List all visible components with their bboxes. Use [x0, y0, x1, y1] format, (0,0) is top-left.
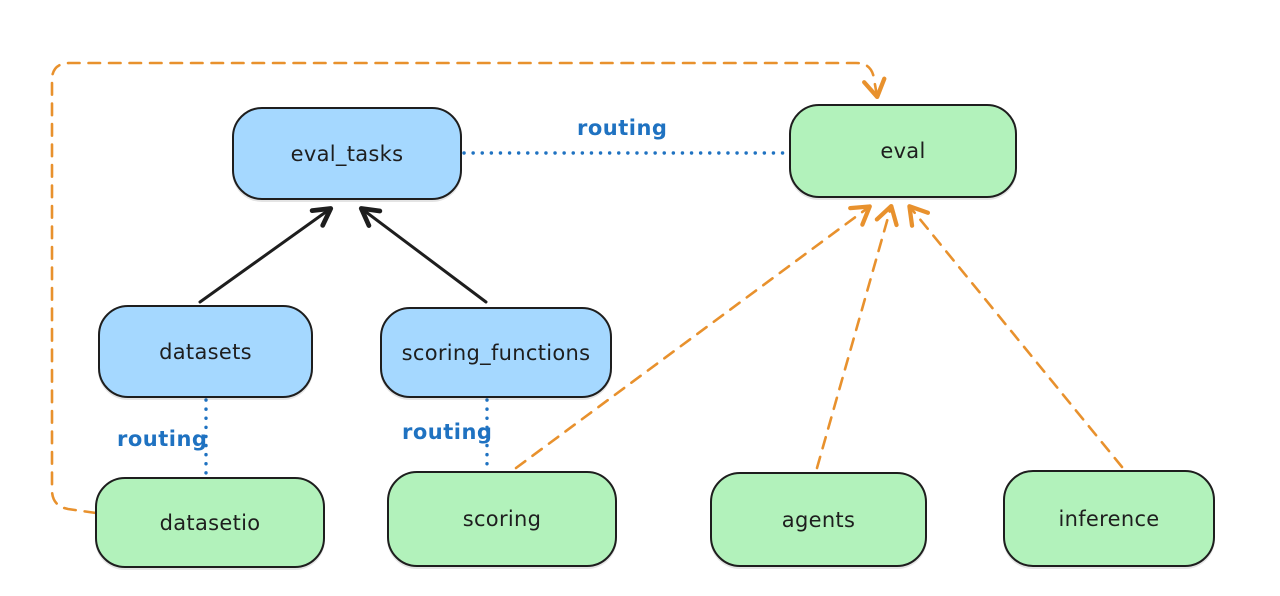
- routing-label-scoring-functions-scoring: routing: [402, 420, 493, 444]
- node-scoring-functions: scoring_functions: [380, 307, 612, 398]
- node-inference-label: inference: [1058, 506, 1160, 531]
- edge-datasets-to-eval-tasks: [198, 206, 334, 304]
- node-agents: agents: [710, 472, 927, 567]
- node-eval: eval: [789, 104, 1017, 198]
- node-datasetio-label: datasetio: [159, 510, 261, 535]
- edge-inference-to-eval: [907, 204, 1124, 469]
- node-eval-label: eval: [880, 139, 926, 163]
- edge-agents-to-eval: [815, 203, 899, 470]
- node-scoring: scoring: [387, 471, 617, 567]
- node-eval-tasks: eval_tasks: [232, 107, 462, 200]
- node-datasets-label: datasets: [159, 339, 252, 364]
- node-scoring-functions-label: scoring_functions: [401, 340, 591, 365]
- node-scoring-label: scoring: [462, 507, 542, 531]
- node-eval-tasks-label: eval_tasks: [290, 141, 404, 166]
- routing-label-datasets-datasetio: routing: [117, 427, 208, 451]
- edge-scoring-functions-to-eval-tasks: [358, 206, 488, 304]
- node-inference: inference: [1003, 470, 1215, 567]
- node-datasets: datasets: [98, 305, 313, 398]
- routing-label-eval-tasks-eval: routing: [577, 116, 668, 140]
- node-datasetio: datasetio: [95, 477, 325, 568]
- node-agents-label: agents: [781, 507, 856, 532]
